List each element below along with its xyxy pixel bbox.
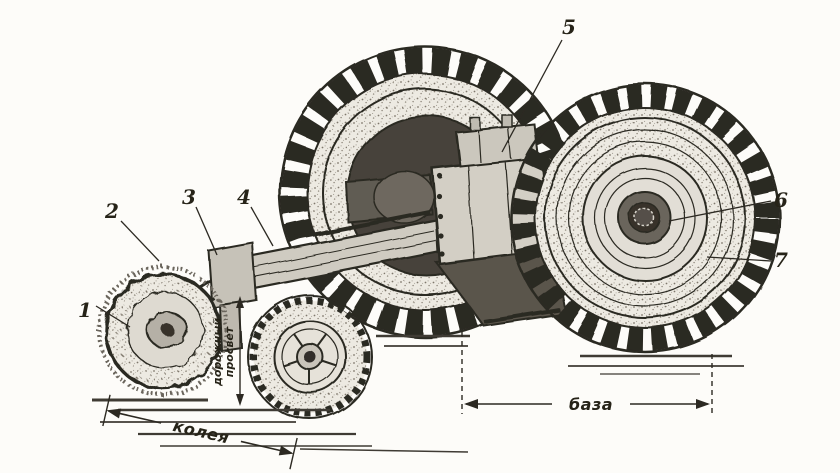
callout-5: 5 bbox=[562, 15, 576, 39]
wheelbase-label: база bbox=[569, 395, 613, 414]
callout-1: 1 bbox=[78, 298, 92, 322]
callout-2: 2 bbox=[104, 199, 119, 223]
clearance-dimension: дорожный просвет bbox=[211, 296, 244, 406]
ground-hatching bbox=[92, 334, 744, 453]
track-label: колея bbox=[171, 416, 231, 447]
callout-7: 7 bbox=[774, 248, 788, 272]
front-wheel-right bbox=[247, 294, 373, 420]
callout-leaders bbox=[95, 39, 772, 328]
callout-4: 4 bbox=[237, 185, 251, 209]
clearance-label-word2: просвет bbox=[223, 326, 236, 377]
front-axle-beam bbox=[183, 210, 440, 353]
callout-numbers: 1 2 3 4 5 6 7 bbox=[78, 15, 788, 322]
callout-3: 3 bbox=[182, 185, 196, 209]
rear-wheel-right bbox=[509, 82, 781, 354]
track-dimension: колея bbox=[102, 394, 298, 470]
front-wheel-left bbox=[97, 265, 229, 397]
callout-6: 6 bbox=[774, 188, 788, 212]
clearance-label-word1: дорожный bbox=[211, 318, 224, 387]
wheelbase-dimension: база bbox=[461, 332, 713, 414]
